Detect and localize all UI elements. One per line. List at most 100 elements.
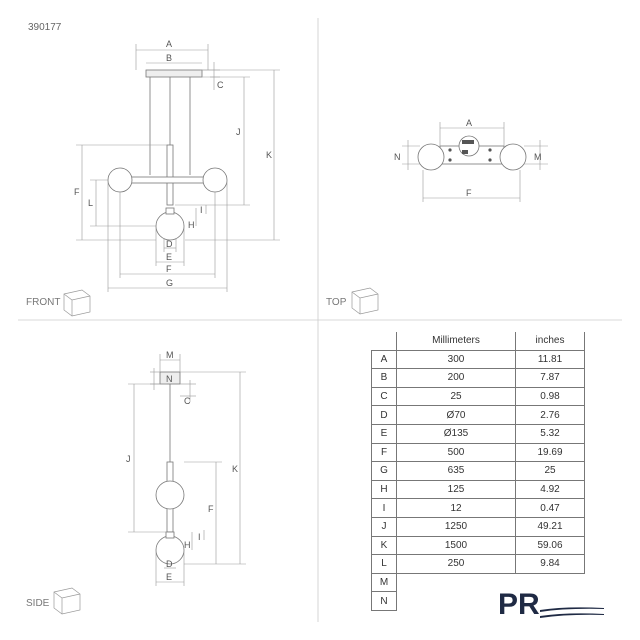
top-globe-right	[499, 143, 527, 171]
row-inches: 11.81	[515, 349, 585, 370]
header-inches: inches	[515, 332, 585, 351]
top-dim-label-f: F	[466, 188, 472, 198]
dim-label-i: I	[200, 205, 203, 215]
dim-label-d: D	[166, 239, 173, 249]
row-inches: 4.92	[515, 479, 585, 500]
globe-left	[107, 167, 133, 193]
dim-label-g: G	[166, 278, 173, 288]
top-view-cube-icon	[351, 287, 379, 315]
top-globe-left	[417, 143, 445, 171]
side-dim-label-m: M	[166, 350, 174, 360]
row-inches: 9.84	[515, 554, 585, 574]
row-millimeters: 125	[396, 479, 516, 500]
row-inches: 49.21	[515, 516, 585, 537]
top-view: A N M F	[394, 118, 548, 202]
row-inches: 7.87	[515, 368, 585, 388]
row-millimeters: 25	[396, 386, 516, 407]
row-inches: 0.47	[515, 498, 585, 518]
row-label: N	[371, 591, 397, 611]
row-label: C	[371, 386, 397, 407]
row-label: G	[371, 461, 397, 481]
header-blank	[371, 332, 397, 351]
side-dim-label-h: H	[184, 540, 191, 550]
row-inches: 5.32	[515, 423, 585, 444]
top-dim-label-n: N	[394, 152, 401, 162]
row-label: D	[371, 405, 397, 425]
row-label: I	[371, 498, 397, 518]
row-millimeters: Ø135	[396, 423, 516, 444]
dim-label-b: B	[166, 53, 172, 63]
row-millimeters: 1500	[396, 535, 516, 556]
front-view: A B C J K F L H I D E F G	[74, 39, 280, 292]
globe-right	[202, 167, 228, 193]
top-view-label: TOP	[326, 297, 347, 308]
row-millimeters: 500	[396, 442, 516, 463]
row-label: K	[371, 535, 397, 556]
row-label: H	[371, 479, 397, 500]
row-millimeters: 200	[396, 368, 516, 388]
front-view-cube-icon	[63, 289, 91, 317]
svg-text:PR: PR	[498, 588, 540, 621]
dim-label-j: J	[236, 127, 241, 137]
side-dim-label-k: K	[232, 464, 238, 474]
dim-label-k: K	[266, 150, 272, 160]
row-inches: 59.06	[515, 535, 585, 556]
row-label: A	[371, 349, 397, 370]
row-inches: 19.69	[515, 442, 585, 463]
dim-label-e: E	[166, 252, 172, 262]
table-row: N	[371, 591, 585, 611]
top-dim-label-m: M	[534, 152, 542, 162]
side-dim-label-n: N	[166, 374, 173, 384]
row-label: E	[371, 423, 397, 444]
row-label: B	[371, 368, 397, 388]
side-dim-label-d: D	[166, 559, 173, 569]
side-view-label: SIDE	[26, 598, 50, 609]
row-millimeters: 12	[396, 498, 516, 518]
dim-label-h: H	[188, 220, 195, 230]
side-dim-label-j: J	[126, 454, 131, 464]
dim-label-f-left: F	[74, 187, 80, 197]
row-millimeters: 635	[396, 461, 516, 481]
dim-label-l: L	[88, 198, 93, 208]
row-millimeters: Ø70	[396, 405, 516, 425]
row-millimeters: 300	[396, 349, 516, 370]
row-label: F	[371, 442, 397, 463]
product-code: 390177	[28, 22, 62, 33]
header-millimeters: Millimeters	[396, 332, 516, 351]
row-inches: 25	[515, 461, 585, 481]
row-millimeters: 250	[396, 554, 516, 574]
row-label: L	[371, 554, 397, 574]
row-inches: 2.76	[515, 405, 585, 425]
side-dim-label-i: I	[198, 532, 201, 542]
dim-label-f-bottom: F	[166, 264, 172, 274]
side-dim-label-c: C	[184, 396, 191, 406]
row-inches: 0.98	[515, 386, 585, 407]
globe-bottom	[155, 211, 185, 241]
front-view-label: FRONT	[26, 297, 60, 308]
dim-label-a: A	[166, 39, 172, 49]
dim-label-c: C	[217, 80, 224, 90]
side-dim-label-f: F	[208, 504, 214, 514]
side-globe-upper	[155, 480, 185, 510]
row-label: J	[371, 516, 397, 537]
row-label: M	[371, 572, 397, 593]
side-view: M N C J K F H I D E	[126, 350, 246, 586]
side-dim-label-e: E	[166, 572, 172, 582]
top-dim-label-a: A	[466, 118, 472, 128]
row-millimeters: 1250	[396, 516, 516, 537]
